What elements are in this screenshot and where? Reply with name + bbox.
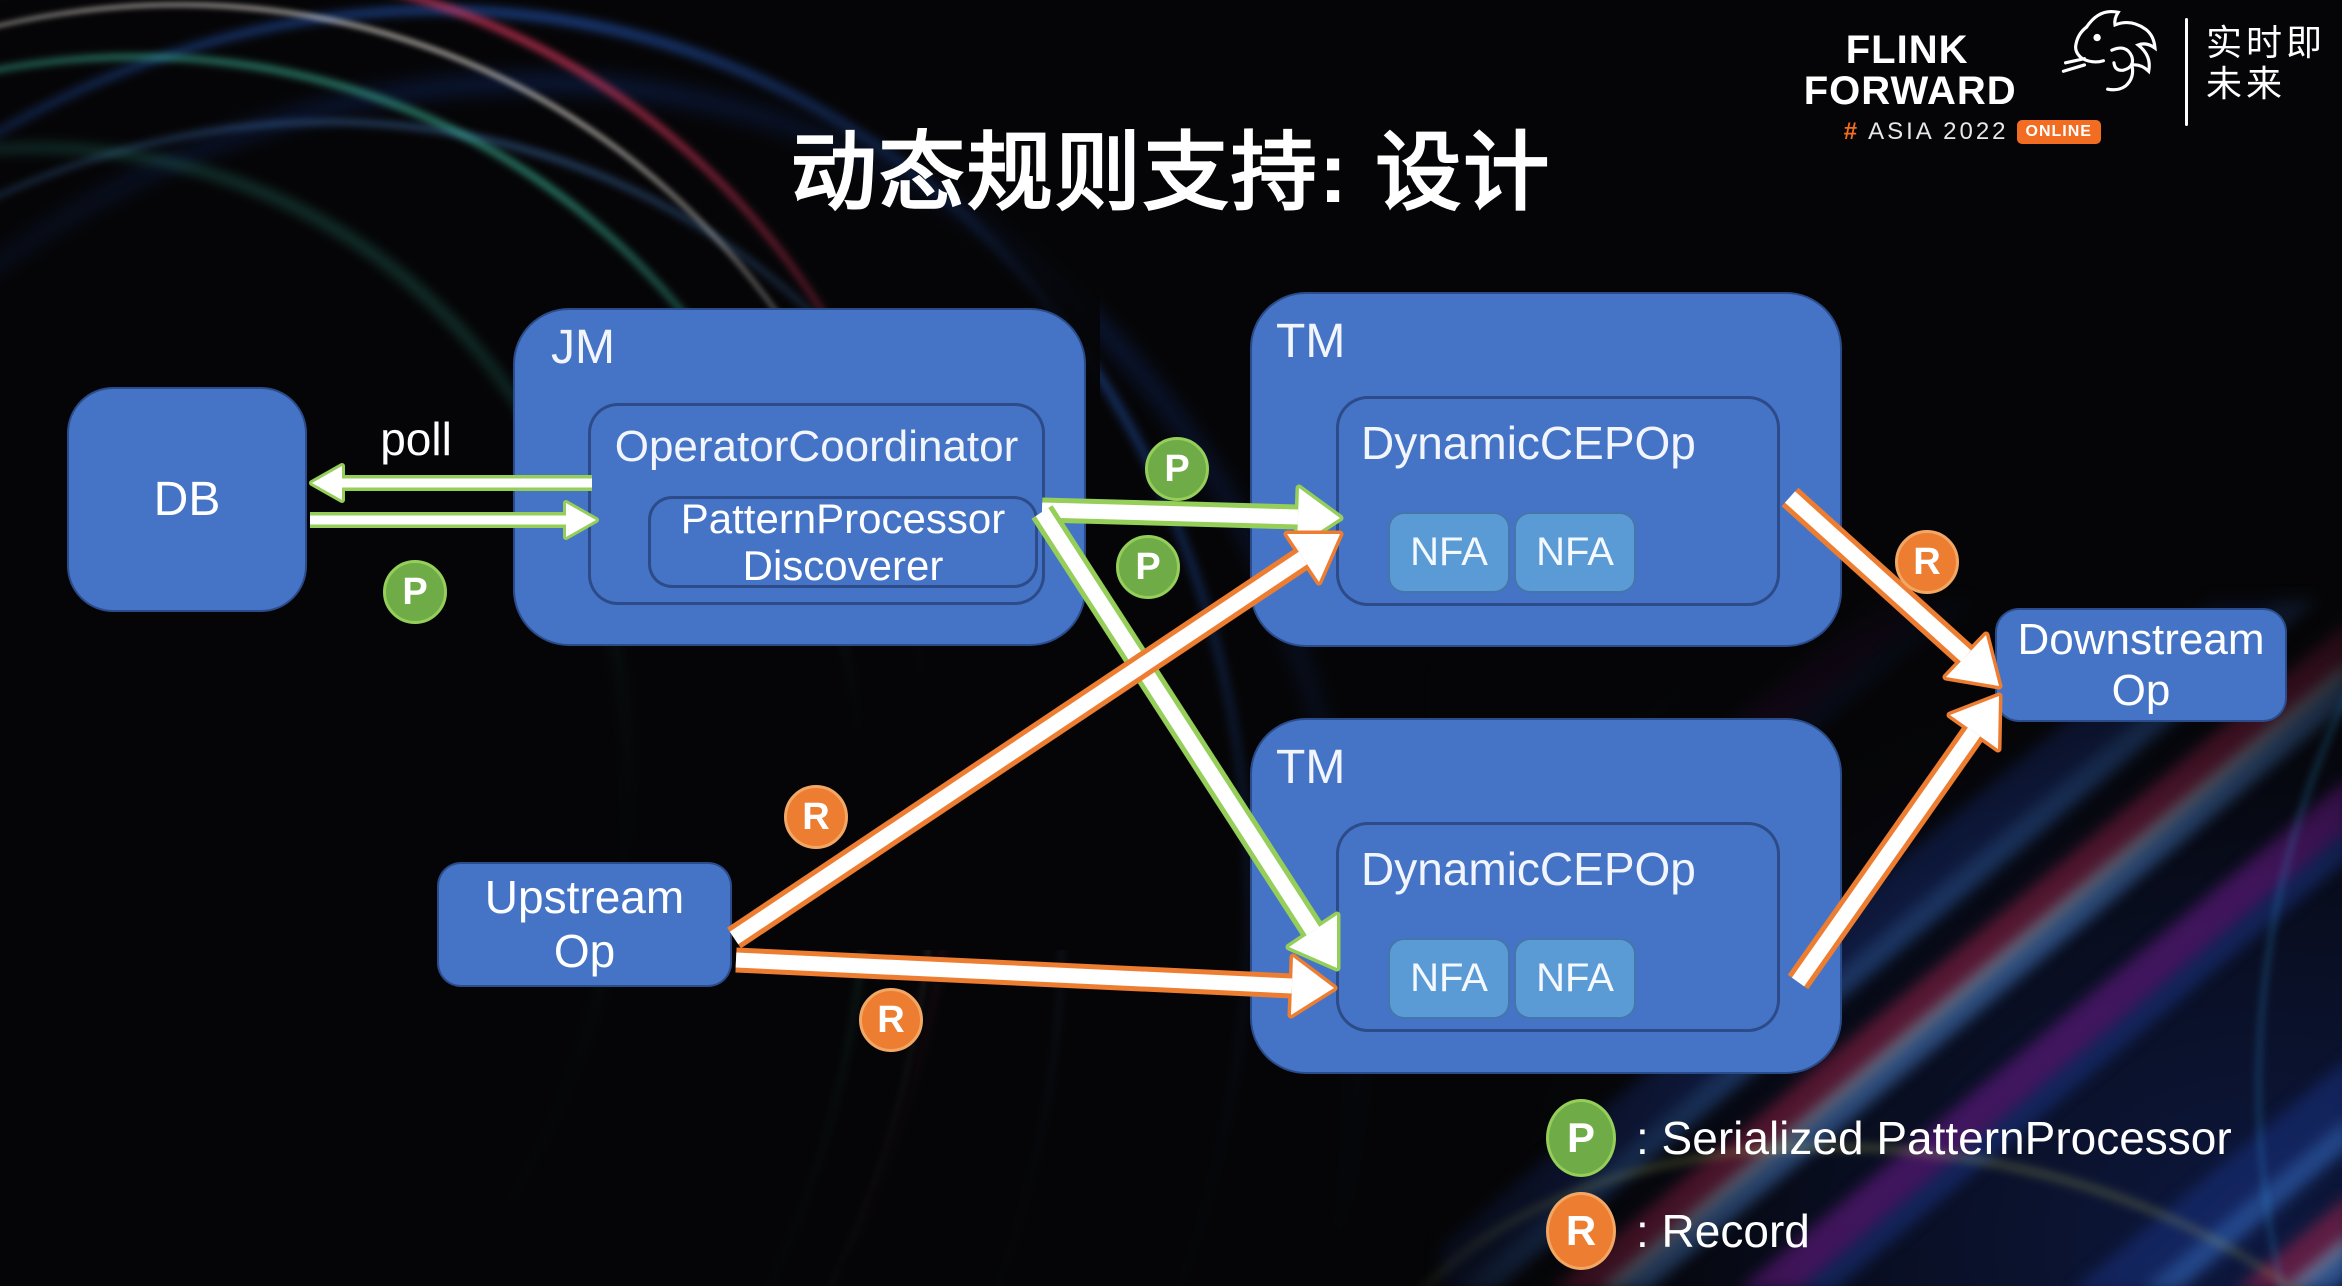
arrow-coordinator-to-tm-bottom <box>1031 505 1341 972</box>
arrow-tm-bottom-to-downstream <box>1787 692 2003 990</box>
nfa-box: NFA <box>1388 938 1510 1019</box>
db-box: DB <box>67 387 307 612</box>
logo-slogan: 实时即 未来 <box>2206 22 2326 105</box>
upstream-op-line1: Upstream <box>484 871 685 924</box>
legend-p-text: : Serialized PatternProcessor <box>1636 1112 2232 1164</box>
legend: P : Serialized PatternProcessor R : Reco… <box>1546 1099 2232 1285</box>
logo-slogan-line1: 实时即 <box>2205 22 2326 63</box>
logo-line1: FLINK <box>1845 28 1969 72</box>
arrow-upstream-to-tm-bottom <box>735 947 1338 1019</box>
db-label: DB <box>153 473 221 526</box>
nfa-box: NFA <box>1388 512 1510 593</box>
arrow-jm-to-db-poll <box>309 463 592 503</box>
nfa-box: NFA <box>1514 512 1636 593</box>
pattern-processor-badge: P <box>1116 535 1180 599</box>
legend-p-badge: P <box>1546 1099 1616 1177</box>
upstream-op-line2: Op <box>553 924 616 977</box>
jm-label: JM <box>551 321 615 374</box>
logo-divider <box>2184 18 2188 126</box>
logo-edition-text: ASIA 2022 <box>1868 118 2009 145</box>
arrow-upstream-to-tm-top <box>727 530 1344 949</box>
record-badge: R <box>784 785 848 849</box>
operator-coordinator-label: OperatorCoordinator <box>614 422 1019 471</box>
arrow-db-to-jm-poll <box>310 500 599 540</box>
legend-row-record: R : Record <box>1546 1192 2232 1270</box>
record-badge: R <box>1895 530 1959 594</box>
dynamic-cep-op-bottom-label: DynamicCEPOp <box>1361 843 1696 895</box>
downstream-op-line1: Downstream <box>2017 614 2265 664</box>
pattern-processor-discoverer-box: PatternProcessor Discoverer <box>648 494 1038 589</box>
flink-forward-logo: FLINK FORWARD # ASIA 2022 ONLINE 实时即 未来 <box>1804 4 2326 146</box>
online-badge: ONLINE <box>2016 120 2101 144</box>
nfa-box: NFA <box>1514 938 1636 1019</box>
page-title: 动态规则支持: 设计 <box>790 125 1552 221</box>
poll-label: poll <box>380 413 452 465</box>
tm-top-label: TM <box>1276 315 1346 368</box>
legend-r-text: : Record <box>1636 1205 1810 1257</box>
pattern-processor-badge: P <box>383 560 447 624</box>
squirrel-icon <box>2061 10 2157 92</box>
tm-bottom-label: TM <box>1276 741 1346 794</box>
pattern-processor-discoverer-line1: PatternProcessor <box>680 494 1006 542</box>
downstream-op-box: Downstream Op <box>1995 608 2287 722</box>
dynamic-cep-op-top-label: DynamicCEPOp <box>1361 417 1696 469</box>
logo-text-block: FLINK FORWARD # ASIA 2022 ONLINE <box>1803 4 2157 146</box>
legend-row-pattern-processor: P : Serialized PatternProcessor <box>1546 1099 2232 1177</box>
record-badge: R <box>859 988 923 1052</box>
logo-slogan-line2: 未来 <box>2205 63 2286 105</box>
pattern-processor-discoverer-line2: Discoverer <box>742 542 944 589</box>
downstream-op-line2: Op <box>2111 666 2171 715</box>
logo-line2: FORWARD <box>1803 69 2017 113</box>
arrow-tm-top-to-downstream <box>1781 487 2003 690</box>
upstream-op-box: Upstream Op <box>437 862 732 987</box>
legend-r-badge: R <box>1546 1192 1616 1270</box>
pattern-processor-badge: P <box>1145 437 1209 501</box>
logo-hash: # <box>1843 118 1861 145</box>
logo-edition: # ASIA 2022 ONLINE <box>1804 118 2101 146</box>
